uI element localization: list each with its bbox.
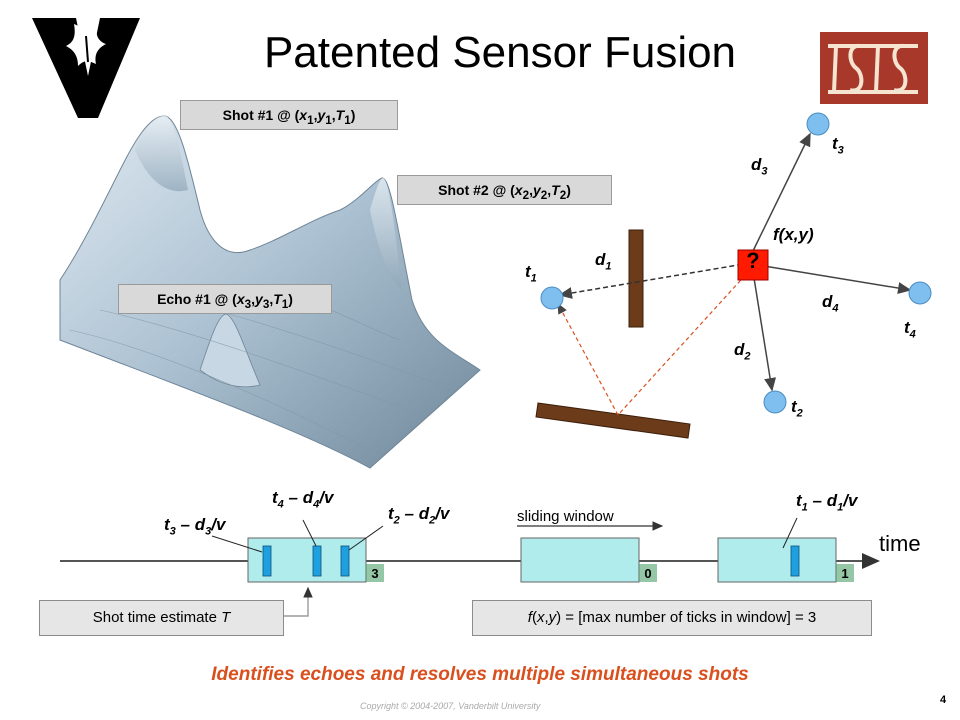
formula-box: f(x,y) = [max number of ticks in window]… <box>472 600 872 636</box>
page-number: 4 <box>940 694 947 706</box>
tick-t3 <box>262 545 272 577</box>
tick-t4 <box>312 545 322 577</box>
conclusion-text: Identifies echoes and resolves multiple … <box>211 664 749 685</box>
tick-label-t4-d4: t4 – d4/v <box>272 488 334 511</box>
window-count-3: 1 <box>841 566 849 581</box>
wall-vertical <box>628 229 644 328</box>
shot-time-estimate-text: Shot time estimate T <box>92 609 231 626</box>
formula-text: f(x,y) = [max number of ticks in window]… <box>527 609 817 626</box>
label-d4: d4 <box>822 292 839 315</box>
window-count-2: 0 <box>644 566 652 581</box>
label-d3: d3 <box>751 155 768 178</box>
page-title: Patented Sensor Fusion <box>263 28 737 77</box>
sliding-window-label: sliding window <box>517 508 614 525</box>
tick-label-t1-d1: t1 – d1/v <box>796 491 858 514</box>
label-d1: d1 <box>595 250 612 273</box>
tick-t2 <box>340 545 350 577</box>
tick-t1 <box>790 545 800 577</box>
sensor-t2 <box>763 390 787 414</box>
echo1-callout: Echo #1 @ (x3,y3,T1) <box>118 284 332 314</box>
label-t1: t1 <box>525 262 537 285</box>
window-2 <box>520 537 640 583</box>
sensor-t3 <box>806 112 830 136</box>
wall-horizontal <box>535 402 691 439</box>
time-axis-label: time <box>879 531 921 556</box>
shot1-callout: Shot #1 @ (x1,y1,T1) <box>180 100 398 130</box>
sensor-diagram <box>500 100 960 450</box>
sensor-t1 <box>540 286 564 310</box>
label-d2: d2 <box>734 340 751 363</box>
shot2-callout: Shot #2 @ (x2,y2,T2) <box>397 175 612 205</box>
window-3 <box>717 537 837 583</box>
label-t2: t2 <box>791 397 803 420</box>
label-t3: t3 <box>832 134 844 157</box>
label-t4: t4 <box>904 318 916 341</box>
vanderbilt-logo <box>28 14 148 122</box>
copyright-text: Copyright © 2004-2007, Vanderbilt Univer… <box>360 701 541 711</box>
timeline-diagram <box>0 490 960 650</box>
sensor-t4 <box>908 281 932 305</box>
question-mark: ? <box>746 248 760 273</box>
label-fxy: f(x,y) <box>773 225 814 244</box>
isis-logo <box>820 32 928 104</box>
shot-time-estimate-box: Shot time estimate T <box>39 600 284 636</box>
tick-label-t3-d3: t3 – d3/v <box>164 515 226 538</box>
tick-label-t2-d2: t2 – d2/v <box>388 504 450 527</box>
unknown-source <box>737 249 769 281</box>
window-count-1: 3 <box>371 566 379 581</box>
